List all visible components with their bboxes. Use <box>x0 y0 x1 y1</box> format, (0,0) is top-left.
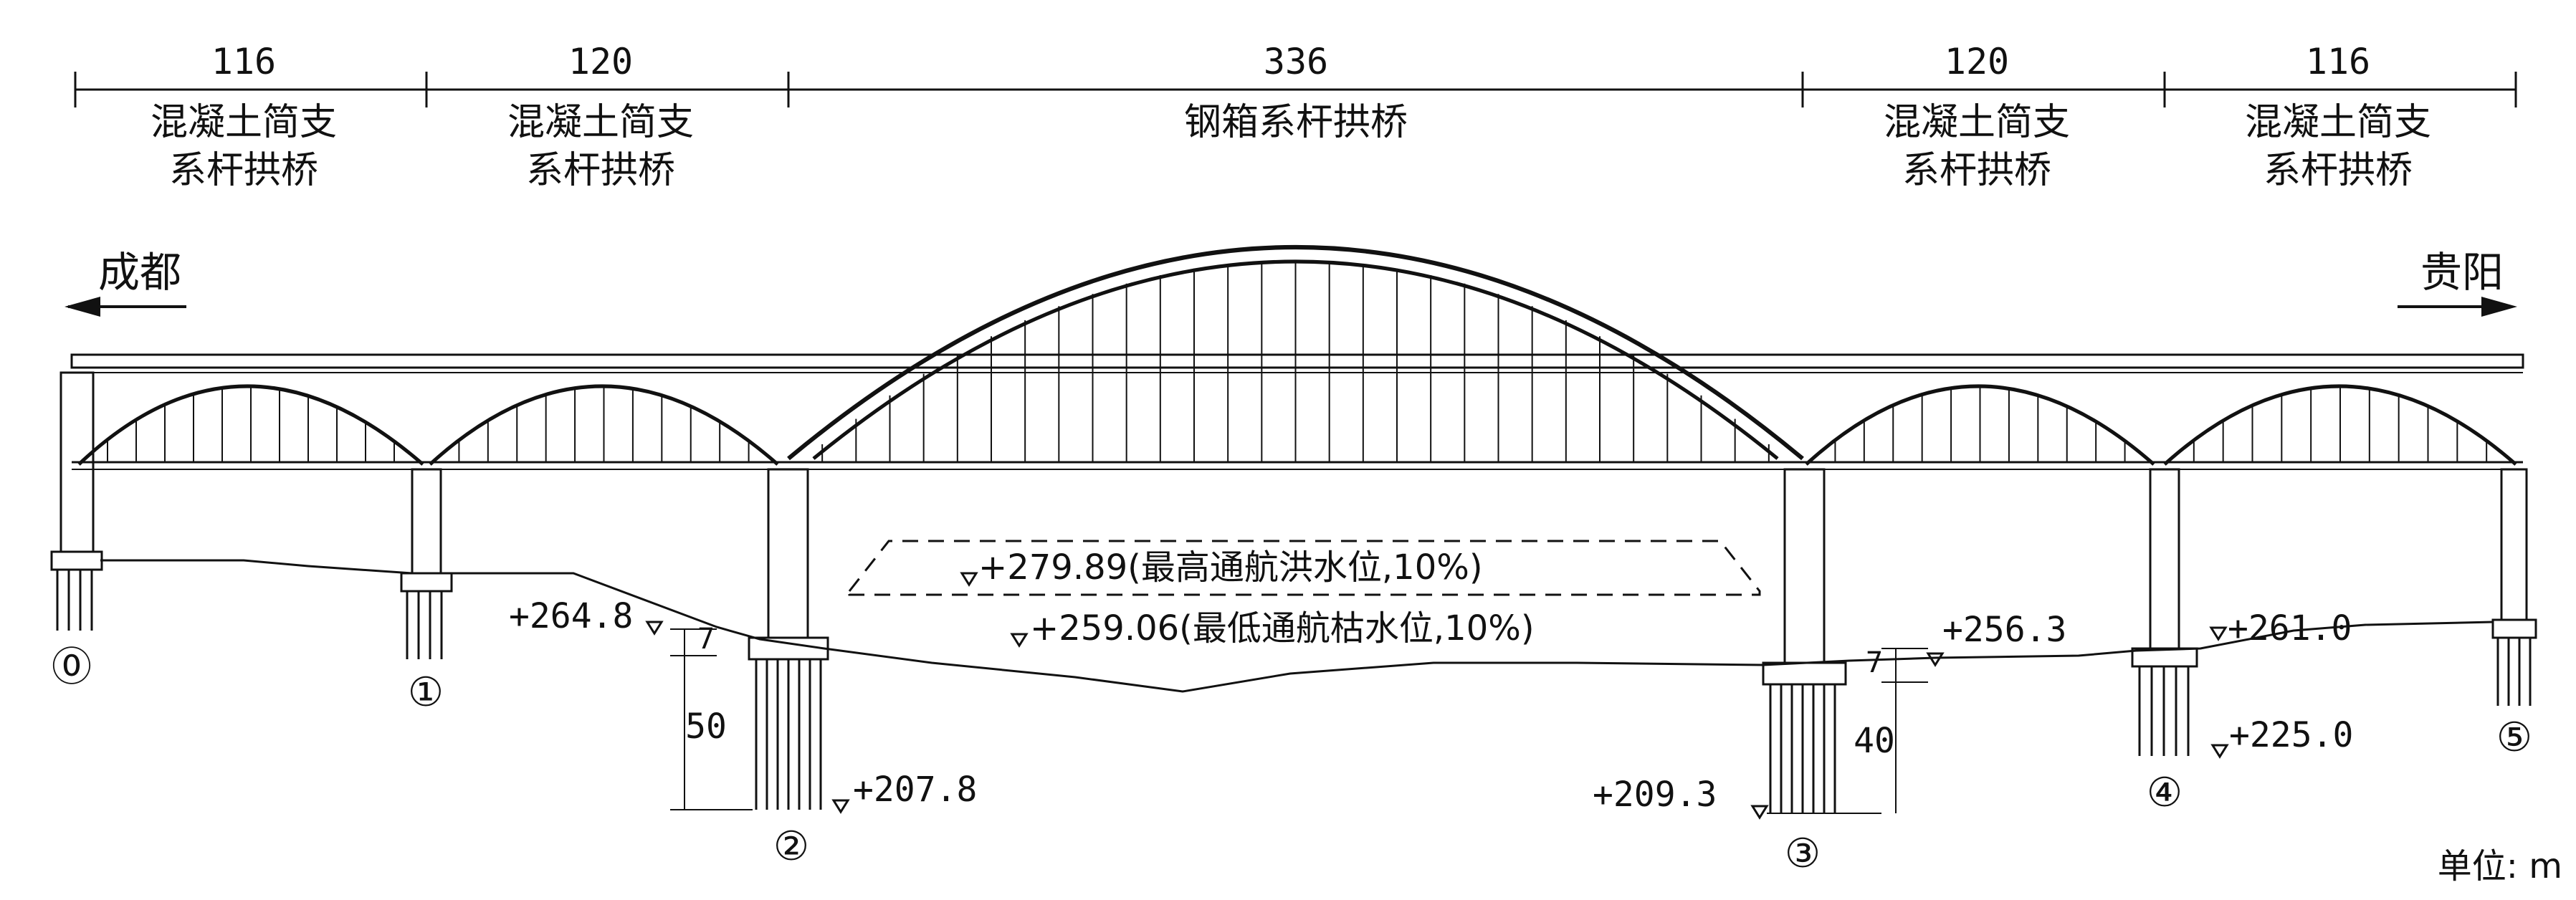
span-5-name-line1: 混凝土简支 <box>2245 101 2431 144</box>
pier2-pile-length: 50 <box>685 707 727 747</box>
pier2-ground-elevation: +264.8 <box>509 596 633 636</box>
pier-number-1: ① <box>408 669 444 716</box>
span-4-name-line2: 系杆拱桥 <box>1902 149 2051 192</box>
pier3-cap-height: 7 <box>1866 646 1883 679</box>
pier-number-5: ⑤ <box>2496 714 2532 761</box>
pier3-pile-length: 40 <box>1854 721 1895 761</box>
water-level-symbols <box>645 572 2229 820</box>
span-3-length: 336 <box>1264 41 1328 82</box>
span-1-length: 116 <box>211 41 276 82</box>
span-4-name-line1: 混凝土简支 <box>1884 101 2070 144</box>
pier-number-4: ④ <box>2147 770 2183 816</box>
ground-profile <box>100 559 2494 693</box>
span-3-name-line1: 钢箱系杆拱桥 <box>1184 101 1408 144</box>
low-water-level-label: +259.06(最低通航枯水位,10%) <box>1030 608 1535 648</box>
pier-number-3: ③ <box>1785 830 1821 877</box>
pier3-pile-tip-elevation: +209.3 <box>1593 775 1717 815</box>
span-4-length: 120 <box>1945 41 2009 82</box>
bridge-deck <box>70 353 2524 470</box>
high-water-level-label: +279.89(最高通航洪水位,10%) <box>978 547 1483 588</box>
dimension-lines <box>670 628 1928 814</box>
span-5-name-line2: 系杆拱桥 <box>2263 149 2413 192</box>
direction-left-label: 成都 <box>98 248 181 297</box>
approach-arches <box>77 384 2517 466</box>
pier4-pile-tip-elevation: +225.0 <box>2229 715 2353 755</box>
abut5-ground-elevation: +261.0 <box>2228 608 2352 648</box>
pier2-cap-height: 7 <box>697 623 715 656</box>
left-arrow-icon <box>65 297 186 317</box>
pier2-pile-tip-elevation: +207.8 <box>853 770 977 810</box>
piers <box>50 371 2537 813</box>
right-arrow-icon <box>2398 297 2517 317</box>
pier-number-0: ⓪ <box>52 644 92 691</box>
direction-right-label: 贵阳 <box>2420 248 2504 297</box>
span-1-name-line2: 系杆拱桥 <box>169 149 318 192</box>
span-dimension-line <box>74 72 2517 107</box>
arch-hangers <box>107 260 2488 462</box>
pier-number-2: ② <box>773 823 809 870</box>
span-2-name-line1: 混凝土简支 <box>507 101 694 144</box>
unit-label: 单位: m <box>2438 846 2562 886</box>
span-2-length: 120 <box>568 41 633 82</box>
span-5-length: 116 <box>2306 41 2370 82</box>
span-2-name-line2: 系杆拱桥 <box>526 149 675 192</box>
span-1-name-line1: 混凝土简支 <box>151 101 337 144</box>
navigation-clearance-box <box>848 540 1761 596</box>
pier3-ground-elevation: +256.3 <box>1942 610 2066 650</box>
